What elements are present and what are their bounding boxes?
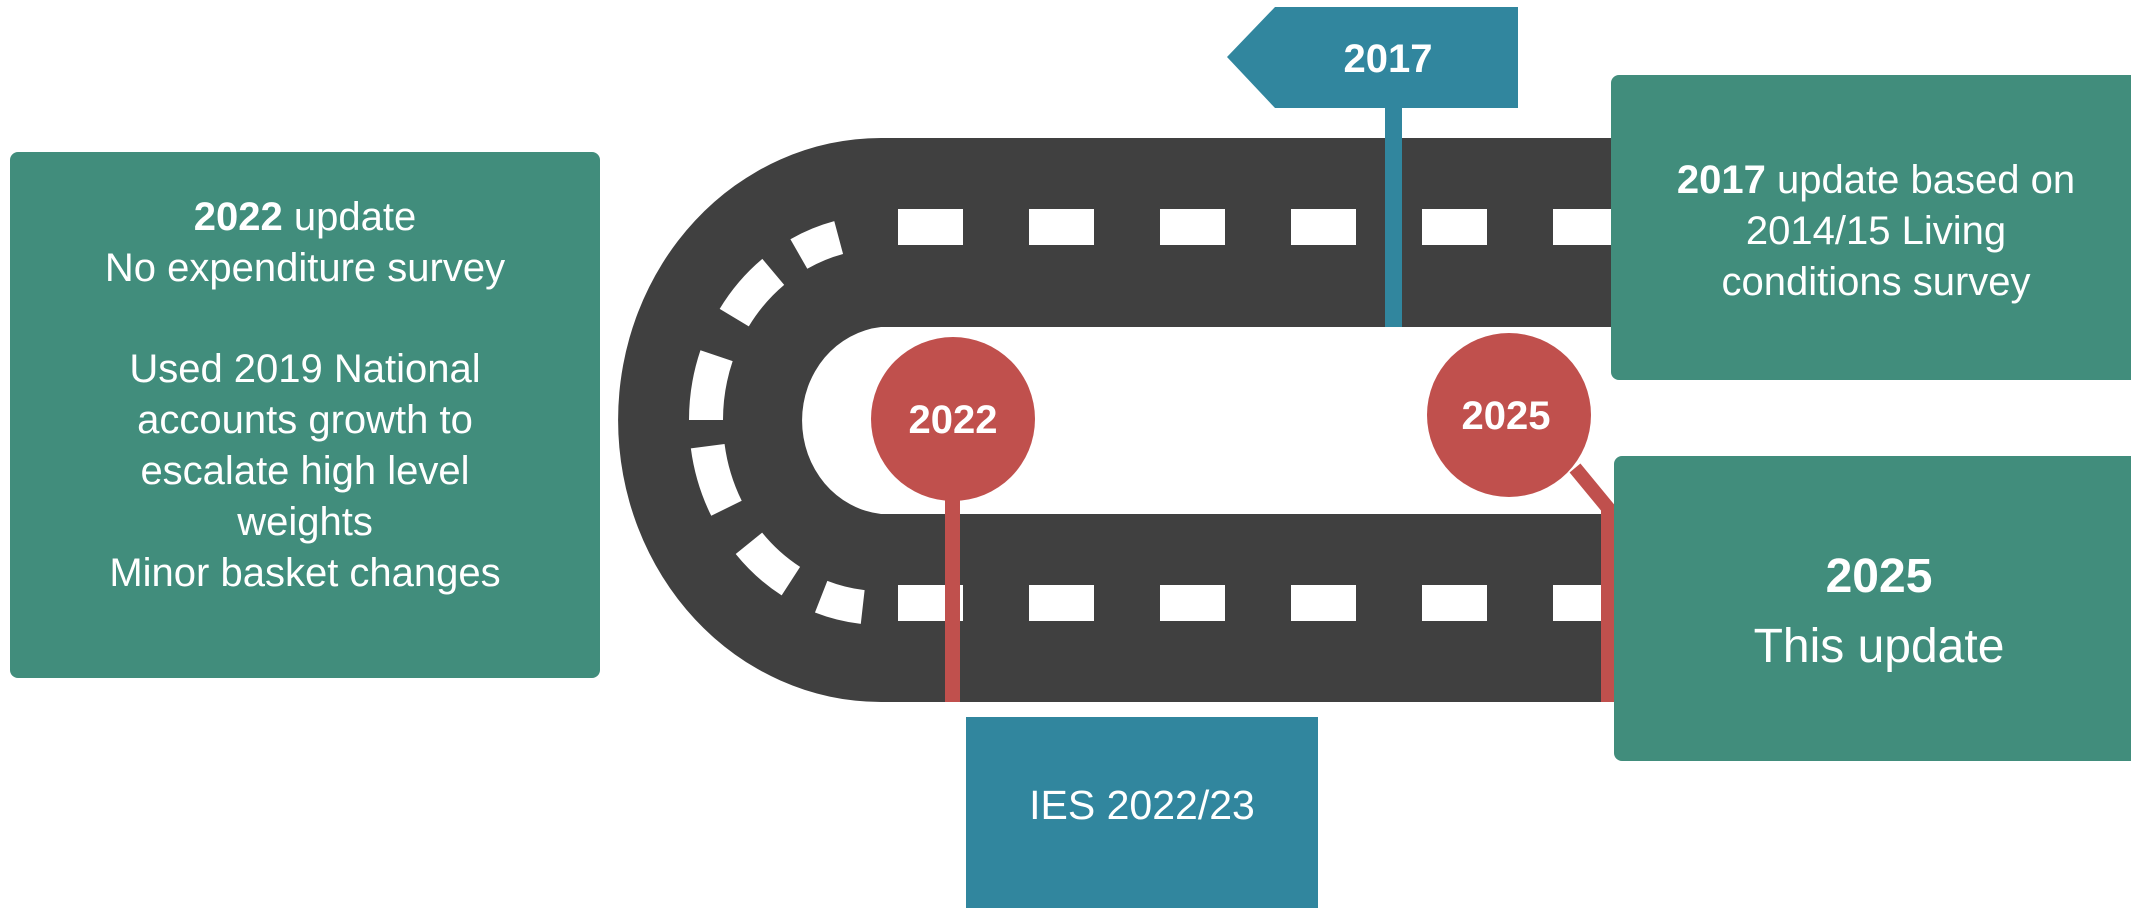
info-box-2017: 2017 update based on 2014/15 Living cond… — [1611, 75, 2131, 380]
marker-2022-label: 2022 — [909, 398, 998, 442]
marker-2025: 2025 — [1427, 333, 1615, 702]
box-2022-para-line: escalate high level — [140, 449, 470, 493]
signpost-sign — [1227, 7, 1518, 108]
marker-2022: 2022 — [871, 337, 1035, 702]
box-2022-title-rest: update — [282, 195, 417, 239]
signpost-2017-label: 2017 — [1344, 37, 1433, 81]
box-2022-title: 2022 update — [10, 192, 600, 243]
ies-label-box: IES 2022/23 — [966, 717, 1318, 908]
marker-pole — [1569, 463, 1615, 702]
road-dash — [1029, 585, 1094, 621]
signpost-2017: 2017 — [1227, 7, 1518, 327]
box-2025-year: 2025 — [1825, 550, 1933, 603]
box-2022-para-line: Used 2019 National — [129, 347, 481, 391]
road-dash — [719, 258, 785, 327]
marker-circle — [871, 337, 1035, 501]
road — [618, 138, 1620, 702]
road-dash — [790, 221, 844, 269]
road-dash — [1160, 209, 1225, 245]
road-dash — [814, 580, 866, 624]
box-2022-para-line: accounts growth to — [137, 398, 473, 442]
road-dash — [1160, 585, 1225, 621]
road-dash — [1422, 209, 1487, 245]
marker-2025-label: 2025 — [1462, 394, 1551, 438]
road-dash — [1553, 209, 1612, 245]
box-2022-line-last: Minor basket changes — [109, 551, 501, 595]
box-2017-line1: 2017 update based on — [1611, 155, 2131, 206]
marker-pole — [945, 490, 960, 702]
road-dash — [1029, 209, 1094, 245]
road-dash — [1291, 585, 1356, 621]
road-dash — [735, 532, 801, 596]
box-2022-year: 2022 — [193, 195, 283, 239]
info-box-2025: 2025 This update — [1614, 456, 2131, 761]
box-2017-line3: conditions survey — [1721, 260, 2031, 304]
info-box-2022: 2022 update No expenditure survey Used 2… — [10, 152, 600, 678]
road-dash — [1291, 209, 1356, 245]
road-dash — [689, 350, 733, 421]
box-2022-para-line: weights — [237, 500, 373, 544]
box-2025-text: This update — [1753, 620, 2005, 673]
marker-circle — [1427, 333, 1591, 497]
box-2017-line1-rest: update based on — [1765, 158, 2076, 202]
road-dash — [690, 443, 742, 516]
road-dashes-top — [898, 209, 1612, 245]
signpost-pole — [1385, 105, 1402, 327]
box-2017-line2: 2014/15 Living — [1745, 209, 2007, 253]
road-dash — [1422, 585, 1487, 621]
box-2022-line2: No expenditure survey — [104, 246, 506, 290]
road-dash — [898, 209, 963, 245]
road-dashes-curve — [689, 221, 866, 624]
box-2017-year: 2017 — [1676, 158, 1766, 202]
